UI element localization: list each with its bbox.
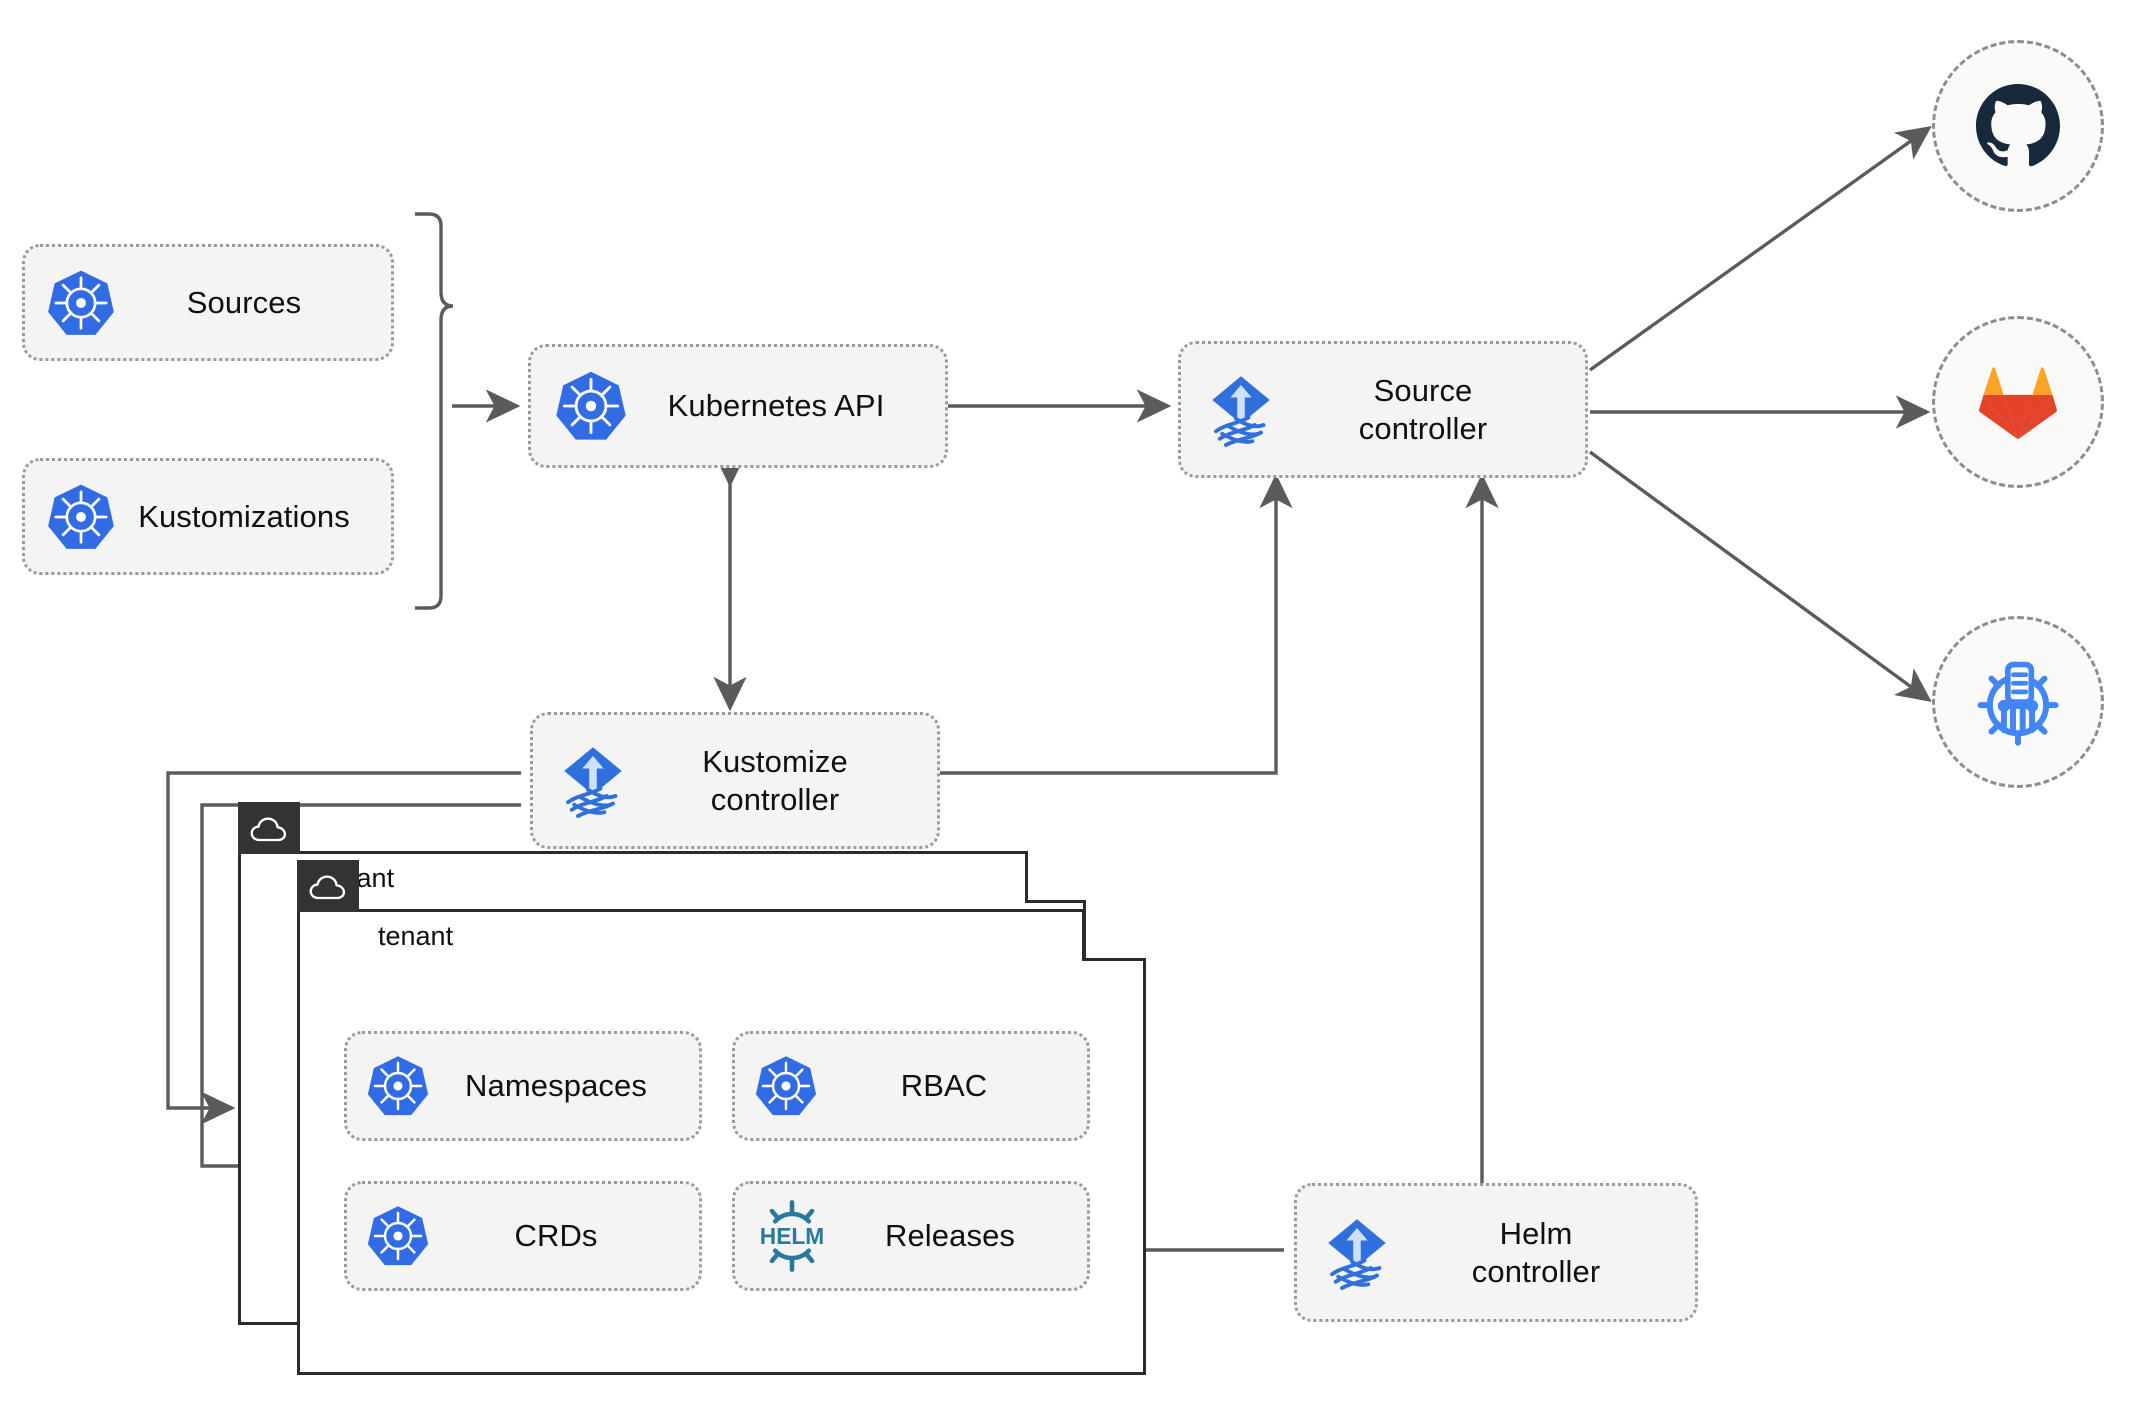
flux-icon xyxy=(553,741,633,821)
helm-icon: HELM xyxy=(753,1197,831,1275)
kubernetes-icon xyxy=(45,481,117,553)
node-label: RBAC xyxy=(900,1068,988,1104)
tenant-tab-front: tenant xyxy=(297,860,1085,961)
node-label: Kubernetes API xyxy=(667,388,885,424)
node-label: Kustomize controller xyxy=(702,743,848,817)
provider-gitlab[interactable] xyxy=(1932,316,2104,488)
helm-repository-icon xyxy=(1977,661,2059,746)
node-source-controller[interactable]: Source controller xyxy=(1178,341,1588,478)
node-label: Sources xyxy=(186,284,302,320)
github-icon xyxy=(1976,84,2060,167)
provider-helm-repository[interactable] xyxy=(1932,616,2104,788)
node-releases[interactable]: HELM Releases xyxy=(732,1181,1090,1291)
gitlab-icon xyxy=(1979,367,2057,440)
svg-text:HELM: HELM xyxy=(760,1223,824,1249)
cloud-icon-holder xyxy=(238,802,300,854)
node-namespaces[interactable]: Namespaces xyxy=(344,1031,702,1141)
node-sources[interactable]: Sources xyxy=(22,244,394,361)
node-label: Helm controller xyxy=(1471,1215,1601,1289)
node-label: Releases xyxy=(884,1218,1016,1254)
flux-icon xyxy=(1201,370,1281,450)
kubernetes-icon xyxy=(553,368,629,444)
node-kustomizations[interactable]: Kustomizations xyxy=(22,458,394,575)
node-crds[interactable]: CRDs xyxy=(344,1181,702,1291)
node-label: Kustomizations xyxy=(138,498,350,534)
node-label: Namespaces xyxy=(465,1068,647,1104)
node-rbac[interactable]: RBAC xyxy=(732,1031,1090,1141)
kubernetes-icon xyxy=(365,1053,431,1119)
node-kustomize-controller[interactable]: Kustomize controller xyxy=(530,712,940,849)
provider-github[interactable] xyxy=(1932,40,2104,212)
node-kubernetes-api[interactable]: Kubernetes API xyxy=(528,344,948,468)
flux-icon xyxy=(1317,1213,1397,1293)
node-helm-controller[interactable]: Helm controller xyxy=(1294,1183,1698,1322)
kubernetes-icon xyxy=(45,267,117,339)
cloud-icon-holder xyxy=(297,860,359,912)
node-label: CRDs xyxy=(514,1218,598,1254)
node-label: Source controller xyxy=(1358,372,1488,446)
tenant-box-front[interactable]: tenant Namespaces xyxy=(297,860,1146,1375)
cloud-icon xyxy=(250,816,287,841)
tenant-label: tenant xyxy=(378,921,454,951)
kubernetes-icon xyxy=(753,1053,819,1119)
kubernetes-icon xyxy=(365,1203,431,1269)
cloud-icon xyxy=(309,874,346,899)
